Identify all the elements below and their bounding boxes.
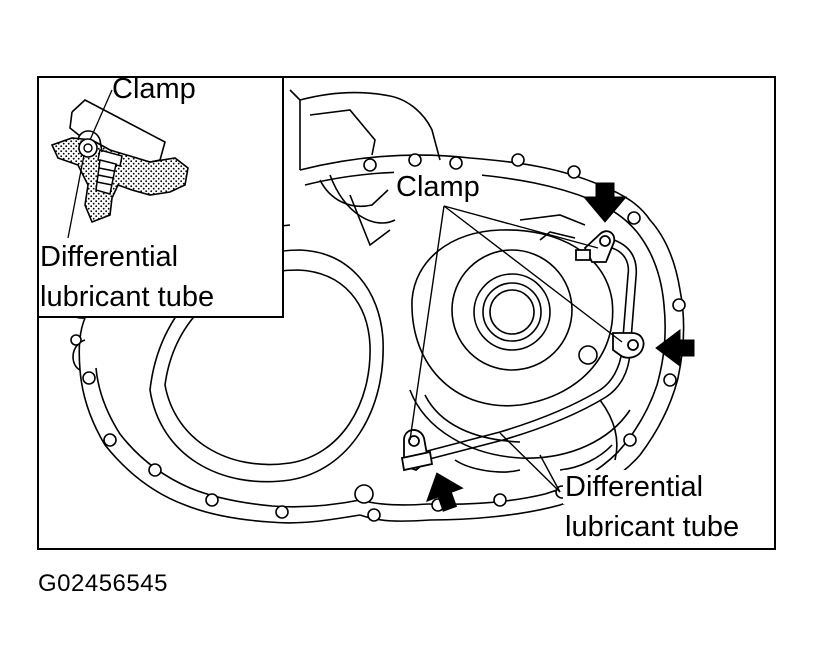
bolt-hole [672, 298, 686, 312]
bolt-hole [363, 158, 377, 172]
bolt-hole [511, 153, 525, 167]
bolt-hole [567, 165, 581, 179]
bolt-hole [70, 334, 82, 346]
bolt-hole [408, 153, 422, 167]
leader-lines [409, 205, 623, 493]
bolt-hole [205, 493, 219, 507]
clamp-detail-inset [37, 76, 284, 318]
inset-tube-label-line2: lubricant tube [40, 281, 215, 313]
bolt-hole [354, 484, 374, 504]
differential-lubricant-tube [411, 239, 638, 464]
bolt-hole [82, 371, 96, 385]
bolt-hole [148, 463, 162, 477]
clamp-lower [400, 429, 434, 472]
bolt-hole [493, 493, 507, 507]
arrow-markers [426, 182, 695, 512]
arrow-up-icon [426, 472, 464, 512]
bolt-hole [367, 508, 381, 522]
bolt-hole [275, 505, 289, 519]
bolt-hole [449, 156, 463, 170]
inset-frame [37, 76, 284, 318]
bolt-hole [623, 433, 637, 447]
main-clamp-label: Clamp [394, 170, 482, 204]
bolt-hole [663, 373, 677, 387]
main-tube-label-line2: lubricant tube [563, 510, 742, 544]
bolt-hole [103, 433, 117, 447]
arrow-down-icon [582, 182, 628, 223]
bolt-hole [627, 211, 641, 225]
inset-bolt [95, 149, 123, 195]
tube-clamps [400, 230, 645, 472]
inset-clamp-label: Clamp [112, 73, 196, 105]
clamp-middle [612, 332, 645, 359]
inset-case-section [50, 137, 189, 224]
inset-tube-label-line1: Differential [40, 241, 179, 273]
clamp-upper [575, 230, 616, 263]
figure-id: G02456545 [38, 570, 168, 597]
arrow-left-icon [655, 329, 695, 367]
main-tube-label-line1: Differential [563, 470, 706, 504]
